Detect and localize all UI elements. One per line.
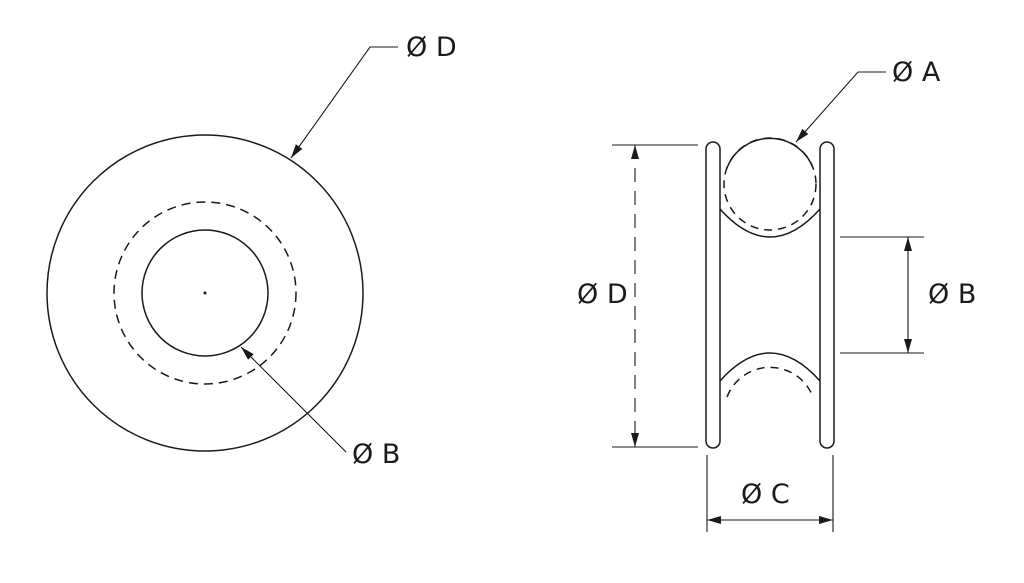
front-outer-diameter-label: Ø D [406,32,457,63]
side-bore-bottom-arc [719,352,821,382]
front-groove-circle-hidden [113,201,297,385]
dimensions: Ø A Ø D Ø B Ø C [577,57,976,532]
drawing-root: Ø D Ø B Ø A [46,32,976,532]
front-bore-diameter-leader-line [240,346,347,453]
side-groove-diameter-label: Ø A [892,57,941,88]
side-groove-diameter-leader-line [795,71,886,143]
side-width-label: Ø C [741,479,790,510]
side-overall-diameter-label: Ø D [577,279,628,310]
front-bore-circle [141,229,269,357]
side-bore-diameter-label: Ø B [928,279,976,310]
side-groove-top-arc [726,137,814,169]
front-bore-diameter-label: Ø B [352,439,400,470]
side-bore-top-arc [719,208,821,238]
side-left-flange [705,141,721,449]
front-center-mark [203,291,207,295]
front-view: Ø D Ø B [46,32,457,470]
front-outer-diameter-leader-line [290,46,398,159]
side-right-flange [819,141,835,449]
front-outer-circle [46,134,364,452]
side-groove-bottom-arc-hidden [726,366,814,398]
side-view [705,137,835,449]
